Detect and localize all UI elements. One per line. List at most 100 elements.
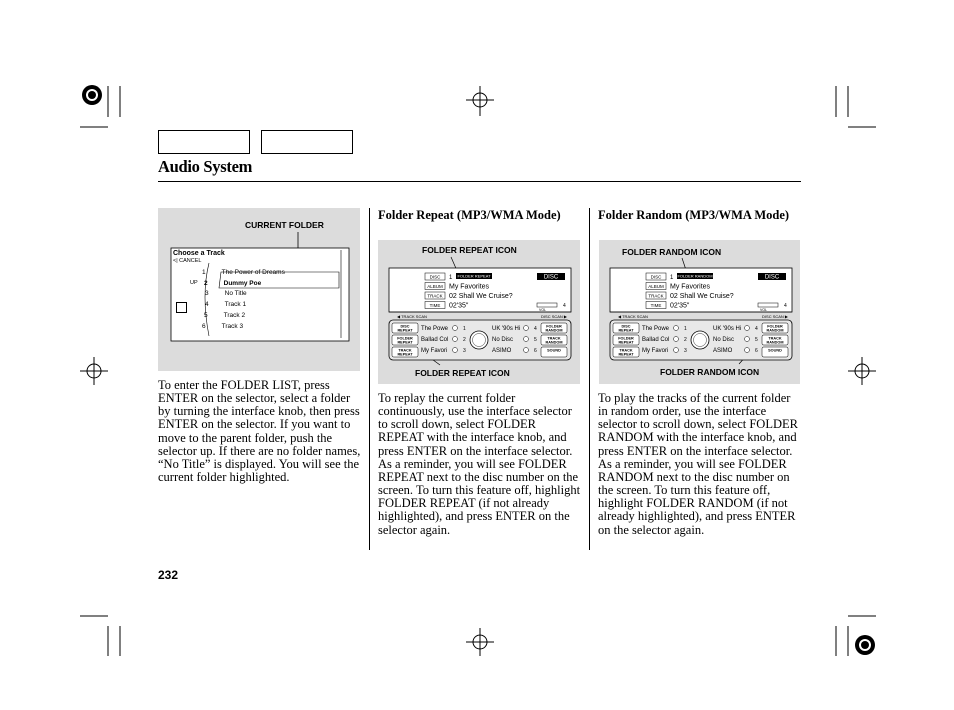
- preset-button-icon: [744, 325, 750, 331]
- right-mode-button-label: RANDOM: [766, 341, 783, 345]
- left-mode-button-label: REPEAT: [618, 329, 634, 333]
- interface-knob-icon[interactable]: [690, 330, 710, 350]
- preset-label[interactable]: Ballad Col: [421, 337, 448, 343]
- list-item-num: 4: [205, 301, 209, 309]
- left-mode-button[interactable]: [612, 322, 640, 334]
- left-mode-button[interactable]: [612, 334, 640, 346]
- up-label: UP: [190, 280, 198, 286]
- preset-number: 6: [755, 348, 758, 354]
- right-mode-button[interactable]: [761, 334, 789, 346]
- preset-number: 1: [463, 326, 466, 332]
- list-item[interactable]: 1 The Power of Dreams: [202, 268, 342, 279]
- preset-label[interactable]: No Disc: [713, 337, 734, 343]
- preset-label[interactable]: UK '90s Hi: [713, 326, 741, 332]
- preset-label[interactable]: Ballad Col: [642, 337, 669, 343]
- right-mode-button-label: RANDOM: [766, 329, 783, 333]
- preset-label[interactable]: No Disc: [492, 337, 513, 343]
- right-mode-button[interactable]: [540, 334, 568, 346]
- preset-number: 2: [684, 337, 687, 343]
- left-mode-button[interactable]: [391, 322, 419, 334]
- preset-number: 5: [755, 337, 758, 343]
- interface-knob-icon[interactable]: [469, 330, 489, 350]
- left-mode-button-label: REPEAT: [618, 353, 634, 357]
- track-scan-label: ◀ TRACK SCAN: [397, 314, 427, 319]
- left-mode-button-label: DISC: [400, 325, 409, 329]
- right-mode-button-label: FOLDER: [546, 325, 562, 329]
- folder-repeat-figure: FOLDER REPEAT ICON FOLDER REPEAT ICON DI…: [378, 240, 580, 384]
- folder-random-body: To play the tracks of the current folder…: [598, 391, 798, 537]
- right-mode-button[interactable]: [540, 346, 568, 358]
- list-item[interactable]: 3 No Title: [205, 289, 342, 300]
- track-name: 02 Shall We Cruise?: [449, 293, 513, 300]
- left-mode-button[interactable]: [612, 346, 640, 358]
- vol-level: 4: [784, 303, 787, 309]
- left-mode-button-label: REPEAT: [397, 353, 413, 357]
- left-mode-button-label: FOLDER: [618, 337, 634, 341]
- list-item-num: 2: [204, 279, 208, 287]
- folder-repeat-icon-callout-bottom: FOLDER REPEAT ICON: [415, 368, 510, 378]
- volume-bar: [536, 302, 558, 308]
- preset-label[interactable]: My Favori: [421, 348, 447, 354]
- right-mode-button-label: TRACK: [547, 337, 561, 341]
- track-scan-label: ◀ TRACK SCAN: [618, 314, 648, 319]
- folder-random-icon-callout-bottom: FOLDER RANDOM ICON: [660, 367, 760, 377]
- cancel-label-text: CANCEL: [179, 258, 202, 264]
- right-mode-button-label: TRACK: [768, 337, 782, 341]
- vol-label: VOL: [539, 308, 546, 312]
- list-item-num: 6: [202, 322, 206, 330]
- preset-label[interactable]: The Powe: [642, 326, 670, 332]
- left-mode-button-label: REPEAT: [618, 341, 634, 345]
- preset-number: 4: [534, 326, 537, 332]
- preset-button-icon: [523, 347, 529, 353]
- list-item-label: No Title: [224, 290, 247, 298]
- folder-random-heading: Folder Random (MP3/WMA Mode): [598, 208, 790, 222]
- left-mode-button[interactable]: [391, 334, 419, 346]
- time-value: 02'35": [670, 303, 690, 310]
- preset-button-icon: [673, 325, 679, 331]
- header-tab-right: [261, 130, 353, 154]
- preset-label[interactable]: My Favori: [642, 348, 668, 354]
- header-rule: [158, 181, 801, 182]
- list-item-label: The Power of Dreams: [221, 269, 285, 276]
- preset-label[interactable]: The Powe: [421, 326, 449, 332]
- disc-scan-label: DISC SCAN ▶: [541, 314, 568, 319]
- right-mode-button-label: SOUND: [768, 349, 782, 353]
- preset-label[interactable]: UK '90s Hi: [492, 326, 520, 332]
- left-mode-button[interactable]: [391, 346, 419, 358]
- right-mode-button[interactable]: [761, 346, 789, 358]
- disc-tag: DISC: [651, 275, 663, 280]
- folder-repeat-body: To replay the current folder continuousl…: [378, 391, 581, 537]
- right-mode-button-label: SOUND: [547, 349, 561, 353]
- time-tag: TIME: [430, 303, 441, 308]
- disc-badge: DISC: [544, 275, 559, 281]
- mode-indicator: FOLDER RANDOM: [677, 274, 712, 279]
- section-title: Audio System: [158, 157, 253, 176]
- list-item-label: Track 1: [224, 301, 247, 309]
- preset-button-icon: [452, 347, 458, 353]
- preset-label[interactable]: ASIMO: [492, 348, 512, 354]
- right-mode-button[interactable]: [761, 322, 789, 334]
- right-mode-button[interactable]: [540, 322, 568, 334]
- screen-title: Choose a Track: [173, 250, 225, 257]
- page-number: 232: [158, 568, 179, 582]
- preset-button-icon: [523, 336, 529, 342]
- preset-button-icon: [452, 336, 458, 342]
- left-mode-button-label: TRACK: [619, 349, 633, 353]
- selector-box: [176, 302, 187, 313]
- preset-number: 6: [534, 348, 537, 354]
- list-item[interactable]: 4 Track 1: [205, 300, 342, 311]
- preset-button-icon: [744, 347, 750, 353]
- disc-number: 1: [670, 275, 674, 281]
- preset-number: 2: [463, 337, 466, 343]
- preset-label[interactable]: ASIMO: [713, 348, 733, 354]
- list-item-num: 3: [205, 290, 209, 298]
- time-tag: TIME: [651, 303, 662, 308]
- folder-list-figure: CURRENT FOLDER Choose a Track <| CANCEL …: [158, 208, 360, 371]
- list-item-num: 1: [202, 269, 206, 276]
